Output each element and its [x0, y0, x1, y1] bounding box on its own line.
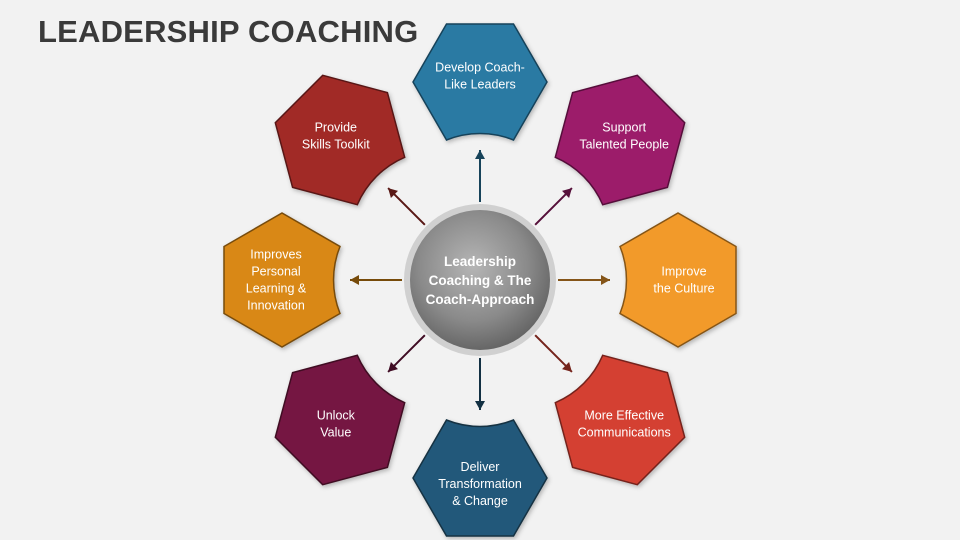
page-title: LEADERSHIP COACHING [38, 14, 419, 49]
arrowhead-support-talented-people [562, 188, 572, 198]
node-shape-provide-skills-toolkit [274, 74, 406, 206]
arrowhead-improve-the-culture [601, 275, 610, 285]
node-shape-improves-personal-learning-and-innovation [223, 212, 341, 348]
arrowhead-provide-skills-toolkit [388, 188, 398, 198]
node-shape-deliver-transformation-and-change [412, 419, 548, 537]
arrowhead-deliver-transformation-and-change [475, 401, 485, 410]
arrowhead-improves-personal-learning-and-innovation [350, 275, 359, 285]
node-develop-coach-like-leaders: Develop Coach-Like Leaders [412, 23, 548, 141]
arrows [350, 150, 610, 410]
node-shape-unlock-value [274, 354, 406, 486]
node-shape-develop-coach-like-leaders [412, 23, 548, 141]
node-shape-improve-the-culture [619, 212, 737, 348]
center-hub-circle [410, 210, 550, 350]
arrowhead-more-effective-communications [562, 362, 572, 372]
node-label-develop-coach-like-leaders: Develop Coach-Like Leaders [435, 61, 525, 92]
arrowhead-unlock-value [388, 362, 398, 372]
node-shape-support-talented-people [554, 74, 686, 206]
node-shape-more-effective-communications [554, 354, 686, 486]
arrowhead-develop-coach-like-leaders [475, 150, 485, 159]
